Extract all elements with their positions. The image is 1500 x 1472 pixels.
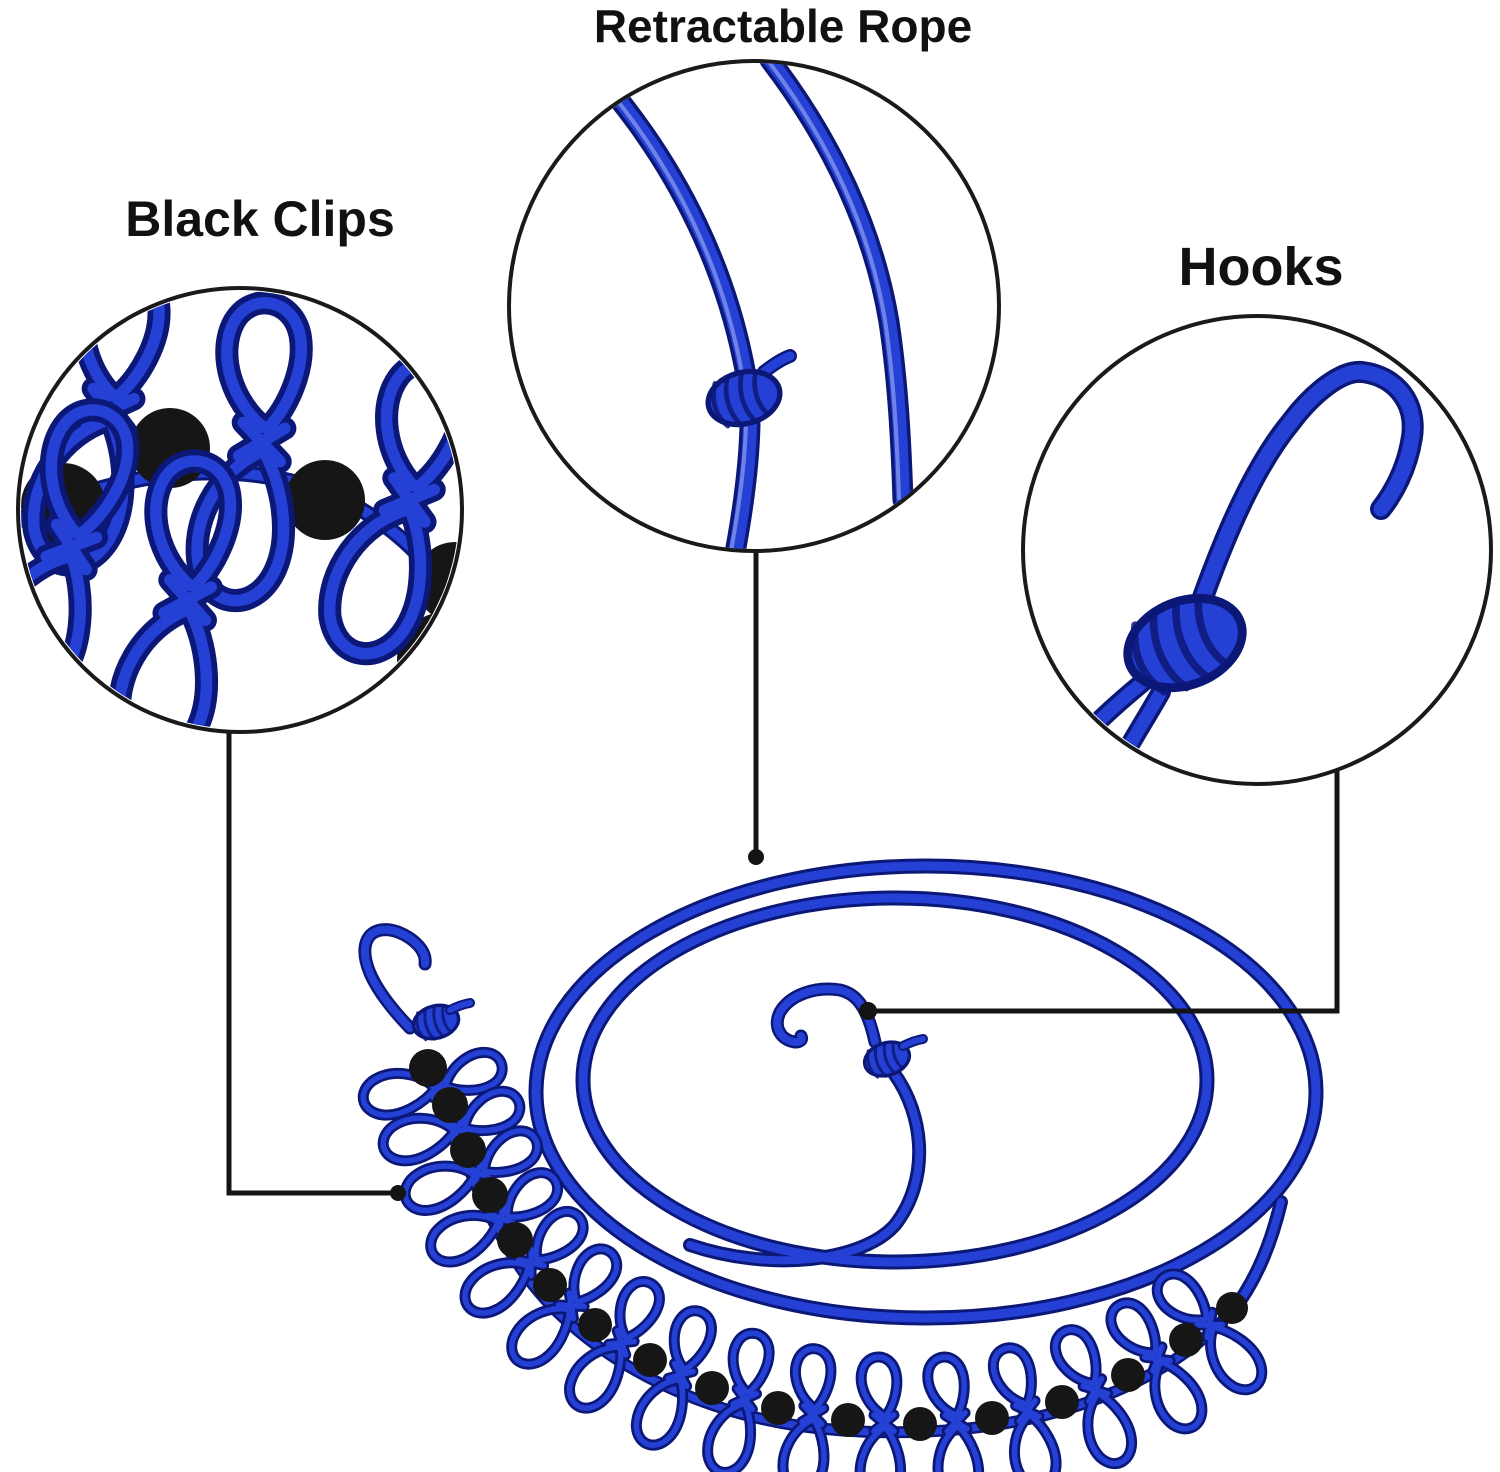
beads-chain [409,1049,1248,1441]
center-hook [777,989,928,1084]
leader-line-black-clips [226,732,398,1196]
retractable-rope-callout-circle [507,59,1001,553]
bead [1111,1358,1145,1392]
rope-spiral [536,866,1316,1318]
bead [432,1087,468,1123]
black-clips-label: Black Clips [125,191,395,247]
bead [409,1049,447,1087]
leader-dot-retractable-rope [748,849,764,865]
bead [1216,1292,1248,1324]
bead [633,1343,667,1377]
hooks-label: Hooks [1178,237,1343,297]
leader-dot-black-clips [390,1185,406,1201]
leader-lines [226,550,1340,1201]
leader-line-hooks [868,770,1340,1014]
bead [450,1132,486,1168]
bead [975,1401,1009,1435]
bead [472,1177,508,1213]
bead [533,1268,567,1302]
bead [497,1222,533,1258]
product-clothesline [359,866,1316,1472]
bead [903,1407,937,1441]
hooks-callout-circle [1021,314,1493,786]
clip [860,1357,900,1472]
bead [1169,1323,1203,1357]
end-hook [365,930,475,1046]
leader-dot-hooks [859,1002,877,1020]
bead [761,1391,795,1425]
bead [578,1308,612,1342]
retractable-rope-label: Retractable Rope [594,0,972,52]
bead [831,1403,865,1437]
retractable-rope-zoom [613,63,903,549]
bead [1045,1385,1079,1419]
bead [695,1371,729,1405]
bead [285,460,365,540]
